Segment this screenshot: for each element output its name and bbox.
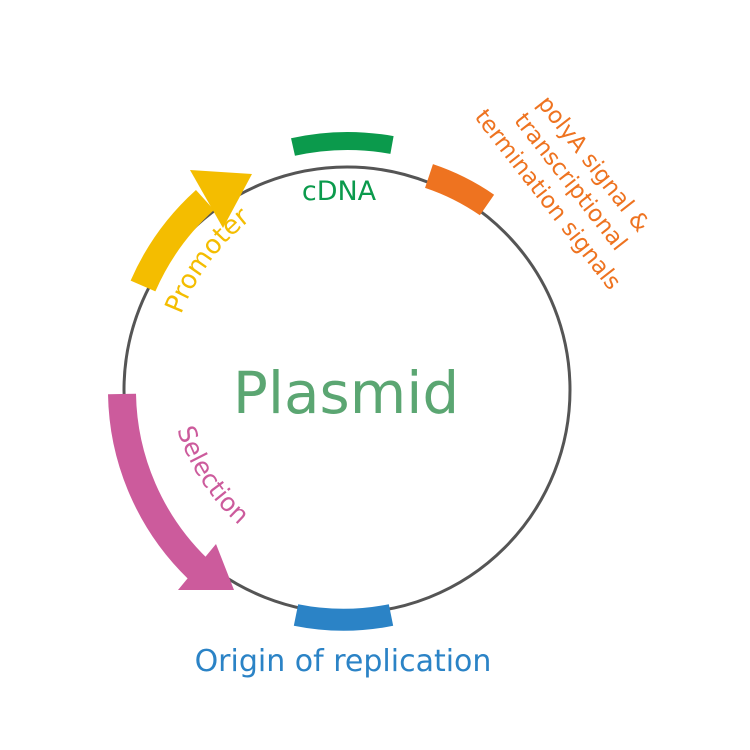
origin-label: Origin of replication (195, 644, 492, 679)
selection-arrow-body (108, 393, 208, 580)
origin-feature (293, 604, 394, 631)
cdna-feature (291, 132, 394, 156)
selection-arrow-head (178, 544, 234, 590)
cdna-label: cDNA (302, 176, 377, 207)
diagram-title: Plasmid (233, 359, 459, 427)
promoter-arrow-head (190, 170, 252, 228)
selection-label: Selection (171, 422, 255, 530)
polya-feature (424, 164, 495, 216)
promoter-arrow-body (130, 189, 215, 292)
